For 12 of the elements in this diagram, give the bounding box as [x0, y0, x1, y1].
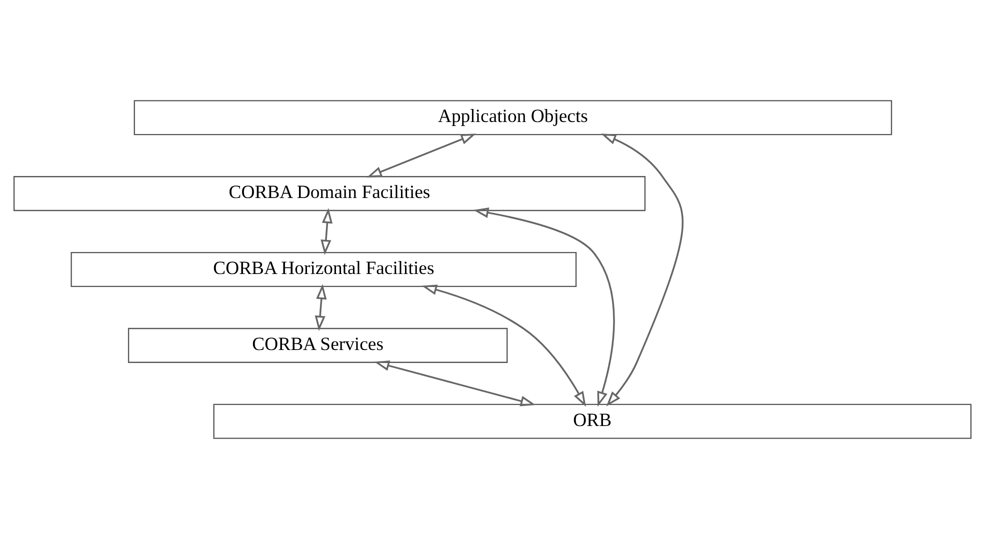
arrow — [472, 207, 614, 407]
arrow — [421, 284, 586, 407]
arrow — [366, 134, 476, 178]
arrow — [314, 284, 326, 331]
arrow — [374, 360, 536, 406]
node-box: CORBA Services — [127, 328, 508, 363]
arrow — [320, 208, 332, 256]
node-box: CORBA Horizontal Facilities — [70, 252, 576, 288]
node-box: ORB — [212, 404, 972, 439]
node-box: CORBA Domain Facilities — [12, 176, 646, 212]
node-box: Application Objects — [133, 100, 892, 136]
arrow — [600, 134, 683, 406]
